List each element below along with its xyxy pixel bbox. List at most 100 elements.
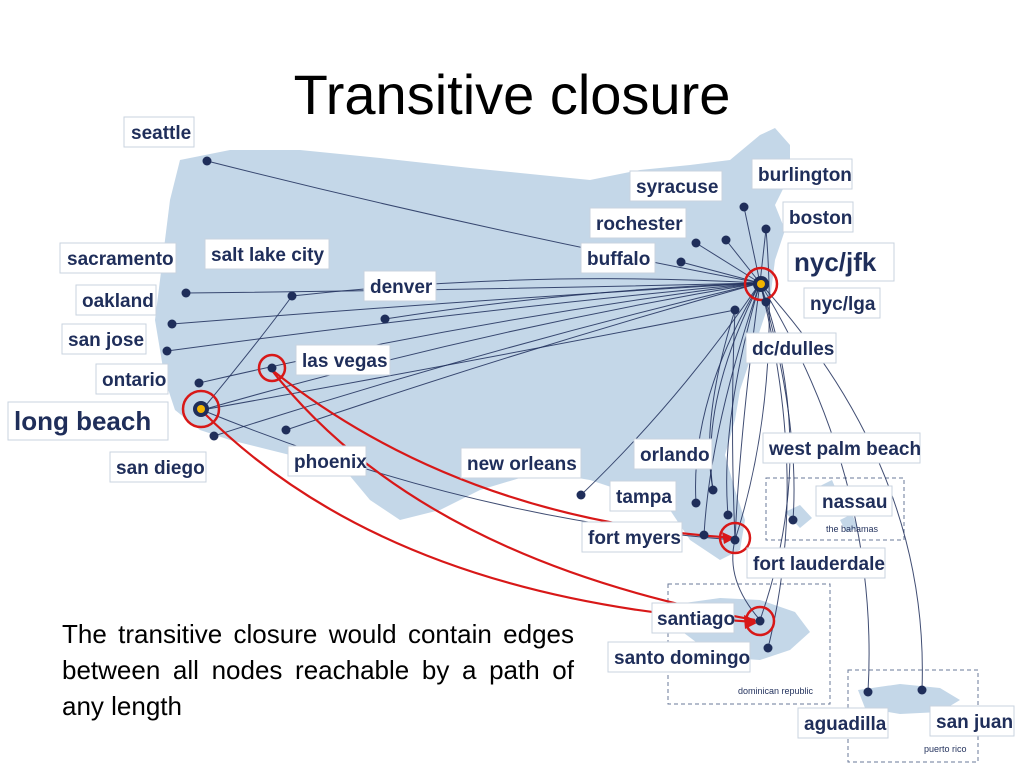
label-oakland: oakland bbox=[75, 284, 157, 316]
syracuse-marker bbox=[721, 235, 731, 245]
san-diego-marker bbox=[209, 431, 219, 441]
label-santiago: santiago bbox=[651, 602, 735, 634]
label-syracuse: syracuse bbox=[629, 170, 723, 202]
label-ontario: ontario bbox=[95, 363, 169, 395]
label-oakland-text: oakland bbox=[82, 291, 154, 312]
label-sacramento-text: sacramento bbox=[67, 249, 174, 270]
label-seattle-text: seattle bbox=[131, 123, 191, 144]
seattle-marker bbox=[202, 156, 212, 166]
label-nyc-jfk: nyc/jfk bbox=[787, 242, 895, 282]
label-long-beach: long beach bbox=[7, 401, 169, 441]
label-fort-lauderdale-text: fort lauderdale bbox=[753, 554, 885, 575]
label-orlando-text: orlando bbox=[640, 445, 710, 466]
label-santo-domingo: santo domingo bbox=[607, 641, 751, 673]
west-palm-beach-marker bbox=[723, 510, 733, 520]
salt-lake-city-marker bbox=[287, 291, 297, 301]
label-new-orleans: new orleans bbox=[460, 447, 582, 479]
label-tampa-text: tampa bbox=[616, 487, 672, 508]
label-fort-myers: fort myers bbox=[581, 521, 683, 553]
santo-domingo-marker bbox=[763, 643, 773, 653]
routes-to-jfk bbox=[166, 160, 923, 693]
san-jose-marker bbox=[162, 346, 172, 356]
city-markers bbox=[162, 156, 927, 697]
las-vegas-highlight-ring bbox=[257, 353, 287, 383]
label-nassau-text: nassau bbox=[822, 492, 887, 513]
burlington-marker bbox=[739, 202, 749, 212]
bahamas-region-box bbox=[765, 477, 905, 541]
label-nyc-lga-text: nyc/lga bbox=[810, 294, 876, 315]
label-nassau: nassau bbox=[815, 485, 893, 517]
oakland-marker bbox=[167, 319, 177, 329]
label-burlington-text: burlington bbox=[758, 165, 852, 186]
label-buffalo: buffalo bbox=[580, 242, 656, 274]
label-las-vegas-text: las vegas bbox=[302, 351, 388, 372]
long-beach-highlight-ring bbox=[181, 389, 221, 429]
tampa-marker bbox=[691, 498, 701, 508]
buffalo-marker bbox=[676, 257, 686, 267]
label-denver: denver bbox=[363, 270, 437, 302]
label-syracuse-text: syracuse bbox=[636, 177, 718, 198]
slide-title: Transitive closure bbox=[293, 63, 731, 126]
label-west-palm-beach-text: west palm beach bbox=[768, 439, 921, 460]
nyc-lga-marker bbox=[761, 297, 771, 307]
orlando-marker bbox=[708, 485, 718, 495]
jfk-highlight-ring bbox=[743, 266, 779, 302]
label-boston-text: boston bbox=[789, 208, 852, 229]
label-new-orleans-text: new orleans bbox=[467, 454, 577, 475]
label-rochester: rochester bbox=[589, 207, 687, 239]
label-nyc-jfk-text: nyc/jfk bbox=[794, 247, 877, 277]
label-fort-myers-text: fort myers bbox=[588, 528, 681, 549]
label-san-jose: san jose bbox=[61, 323, 147, 355]
label-ontario-text: ontario bbox=[102, 370, 166, 391]
label-dc-dulles: dc/dulles bbox=[745, 332, 837, 364]
label-nyc-lga: nyc/lga bbox=[803, 287, 881, 319]
santiago-highlight-ring bbox=[744, 605, 776, 637]
label-orlando: orlando bbox=[633, 438, 713, 470]
city-labels: seattle sacramento salt lake city denver… bbox=[7, 116, 1015, 754]
label-aguadilla-text: aguadilla bbox=[804, 714, 887, 735]
denver-marker bbox=[380, 314, 390, 324]
santiago-marker bbox=[755, 616, 765, 626]
label-san-jose-text: san jose bbox=[68, 330, 144, 351]
las-vegas-marker bbox=[267, 363, 277, 373]
label-san-diego: san diego bbox=[109, 451, 207, 483]
aguadilla-marker bbox=[863, 687, 873, 697]
label-buffalo-text: buffalo bbox=[587, 249, 650, 270]
label-phoenix: phoenix bbox=[287, 445, 367, 477]
new-orleans-marker bbox=[576, 490, 586, 500]
caption-text: The transitive closure would contain edg… bbox=[62, 619, 574, 721]
label-san-juan: san juan bbox=[929, 705, 1015, 737]
bahamas-land bbox=[785, 480, 858, 532]
sacramento-marker bbox=[181, 288, 191, 298]
label-long-beach-text: long beach bbox=[14, 406, 151, 436]
label-santiago-text: santiago bbox=[657, 609, 735, 630]
label-sacramento: sacramento bbox=[59, 242, 177, 274]
label-san-diego-text: san diego bbox=[116, 458, 205, 479]
label-santo-domingo-text: santo domingo bbox=[614, 648, 750, 669]
rochester-marker bbox=[691, 238, 701, 248]
long-beach-hub-core bbox=[197, 405, 205, 413]
region-puerto-rico: puerto rico bbox=[924, 744, 967, 754]
label-seattle: seattle bbox=[123, 116, 195, 148]
region-dominican-republic: dominican republic bbox=[738, 686, 814, 696]
label-burlington: burlington bbox=[751, 158, 853, 190]
label-fort-lauderdale: fort lauderdale bbox=[746, 547, 886, 579]
nassau-marker bbox=[788, 515, 798, 525]
jfk-hub-core bbox=[757, 280, 765, 288]
phoenix-marker bbox=[281, 425, 291, 435]
label-tampa: tampa bbox=[609, 480, 677, 512]
label-phoenix-text: phoenix bbox=[294, 452, 367, 473]
region-bahamas: the bahamas bbox=[826, 524, 879, 534]
san-juan-marker bbox=[917, 685, 927, 695]
label-west-palm-beach: west palm beach bbox=[762, 432, 921, 464]
label-dc-dulles-text: dc/dulles bbox=[752, 339, 834, 360]
label-salt-lake-city: salt lake city bbox=[204, 238, 330, 270]
label-san-juan-text: san juan bbox=[936, 712, 1013, 733]
label-rochester-text: rochester bbox=[596, 214, 683, 235]
label-salt-lake-city-text: salt lake city bbox=[211, 245, 324, 266]
boston-marker bbox=[761, 224, 771, 234]
ontario-marker bbox=[194, 378, 204, 388]
fort-myers-marker bbox=[699, 530, 709, 540]
label-aguadilla: aguadilla bbox=[797, 707, 889, 739]
